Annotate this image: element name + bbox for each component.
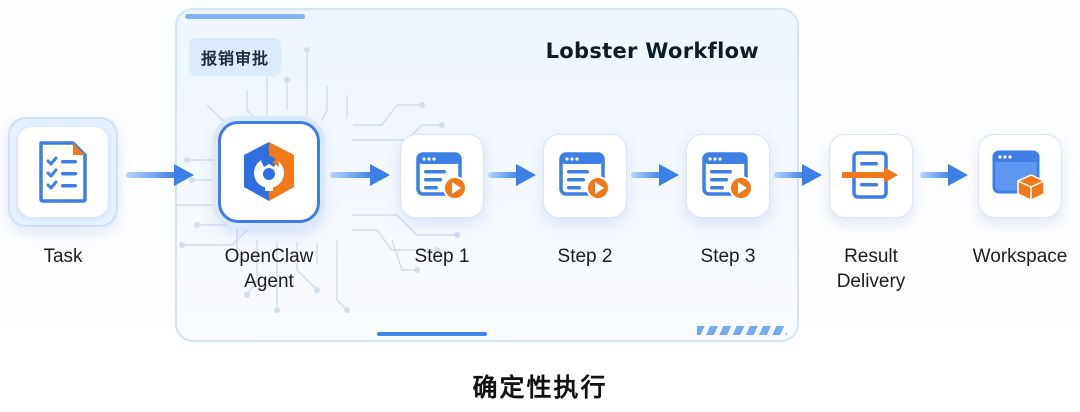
window-play-icon — [559, 152, 610, 200]
agent-label-line2: Agent — [244, 271, 294, 292]
step1-label: Step 1 — [414, 246, 470, 267]
step3-label: Step 3 — [700, 246, 756, 267]
step2-label: Step 2 — [557, 246, 613, 267]
delivery-label-line1: Result — [844, 246, 898, 267]
checklist-document-icon — [39, 141, 87, 203]
step3-node — [686, 134, 770, 218]
workspace-label: Workspace — [972, 246, 1068, 267]
step1-node — [400, 134, 484, 218]
workflow-title: Lobster Workflow — [545, 39, 759, 63]
panel-accent-stripes — [697, 326, 787, 335]
window-box-icon — [992, 150, 1045, 201]
arrow-step3-to-delivery — [774, 164, 822, 186]
delivery-label-line2: Delivery — [836, 271, 906, 292]
agent-label-line1: OpenClaw — [224, 246, 314, 267]
window-play-icon — [416, 152, 467, 200]
step2-node — [543, 134, 627, 218]
task-label: Task — [43, 246, 83, 267]
arrow-step1-to-step2 — [488, 164, 536, 186]
document-arrow-icon — [842, 151, 898, 199]
task-node — [8, 117, 118, 227]
workspace-node — [978, 134, 1062, 218]
panel-accent-top — [185, 14, 305, 19]
arrow-agent-to-step1 — [330, 164, 390, 186]
arrow-delivery-to-workspace — [920, 164, 968, 186]
workflow-tag-badge: 报销审批 — [189, 38, 282, 76]
window-play-icon — [702, 152, 753, 200]
panel-accent-bottom-bar — [377, 332, 487, 336]
task-node-inner — [18, 127, 108, 217]
openclaw-agent-node — [218, 121, 320, 223]
deterministic-execution-caption: 确定性执行 — [472, 373, 608, 402]
result-delivery-node — [829, 134, 913, 218]
arrow-step2-to-step3 — [631, 164, 679, 186]
openclaw-chip-icon — [244, 142, 294, 201]
arrow-task-to-agent — [126, 164, 194, 186]
